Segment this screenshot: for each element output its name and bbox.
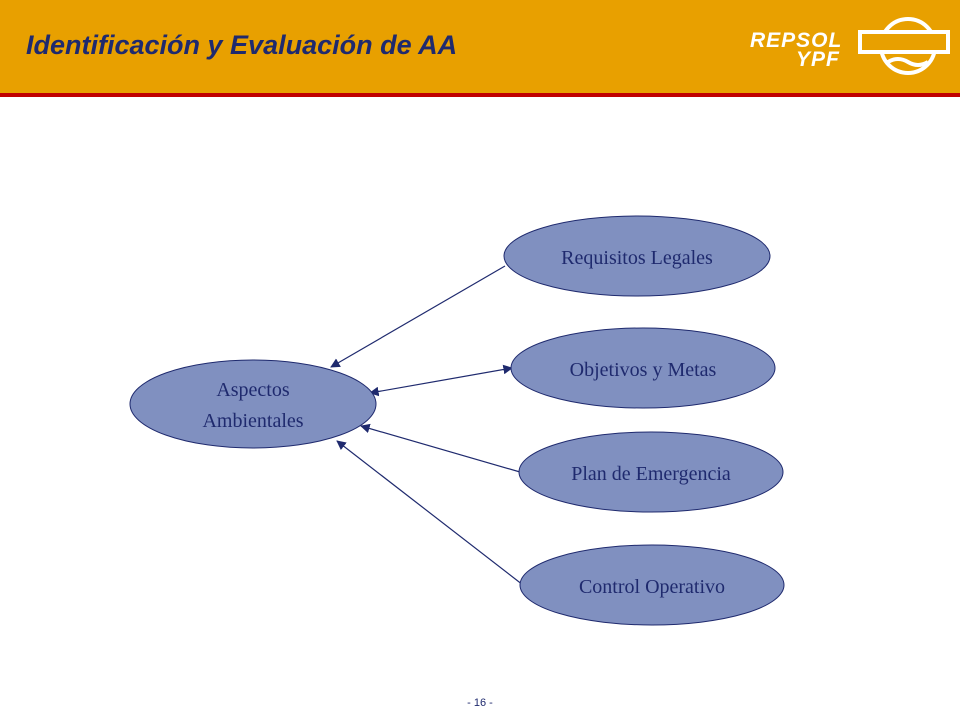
header-rule xyxy=(0,93,960,97)
node-control-operativo: Control Operativo xyxy=(519,544,785,626)
logo-text-top: REPSOL xyxy=(750,29,842,52)
node-plan-label: Plan de Emergencia xyxy=(571,463,731,485)
node-aspectos-line1: Aspectos xyxy=(216,379,290,401)
header-bar xyxy=(0,0,960,93)
node-aspectos-ambientales: Aspectos Ambientales xyxy=(129,359,377,449)
arrow-requisitos-to-aspectos xyxy=(330,265,506,368)
slide-title: Identificación y Evaluación de AA xyxy=(26,30,458,60)
repsol-ypf-logo: REPSOL YPF xyxy=(750,17,950,75)
node-objetivos-label: Objetivos y Metas xyxy=(570,359,717,381)
arrow-aspectos-objetivos xyxy=(369,364,513,397)
node-plan-emergencia: Plan de Emergencia xyxy=(518,431,784,513)
page-number: - 16 - xyxy=(467,697,493,709)
node-requisitos-label: Requisitos Legales xyxy=(561,247,713,269)
arrow-control-to-aspectos xyxy=(336,440,524,586)
node-requisitos-legales: Requisitos Legales xyxy=(503,215,771,297)
node-objetivos-metas: Objetivos y Metas xyxy=(510,327,776,409)
node-control-label: Control Operativo xyxy=(579,576,725,598)
logo-text-bottom: YPF xyxy=(796,48,840,71)
node-aspectos-line2: Ambientales xyxy=(202,410,303,432)
logo-emblem-icon xyxy=(858,17,950,75)
arrow-plan-to-aspectos xyxy=(360,423,521,473)
